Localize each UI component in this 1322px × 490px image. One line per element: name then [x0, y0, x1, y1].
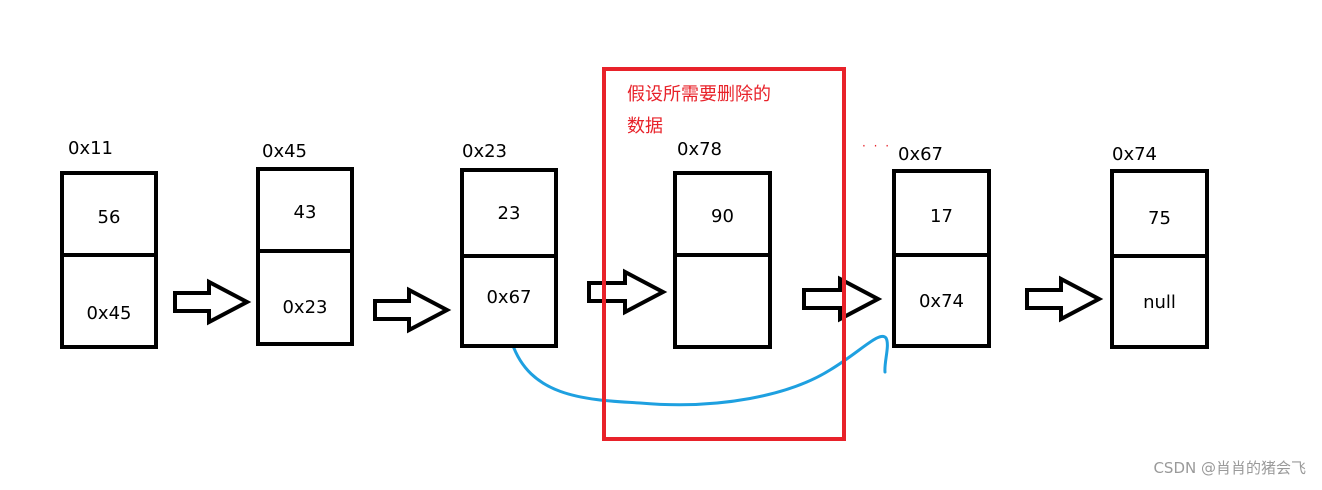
node-divider	[677, 253, 768, 257]
node-address-0x11: 0x11	[68, 138, 114, 159]
list-node: 23 0x67	[460, 168, 558, 348]
node-next-pointer: 0x23	[282, 297, 328, 318]
node-divider	[260, 249, 350, 253]
list-node: 75 null	[1110, 169, 1209, 349]
node-address-0x45: 0x45	[262, 141, 308, 162]
node-divider	[896, 253, 987, 257]
node-value: 90	[711, 206, 734, 227]
node-address-0x67: 0x67	[898, 144, 944, 165]
watermark: CSDN @肖肖的猪会飞	[1153, 459, 1306, 477]
list-node: 56 0x45	[60, 171, 158, 349]
node-divider	[1114, 254, 1205, 258]
ellipsis-mark: · · ·	[862, 139, 892, 153]
node-value: 75	[1148, 208, 1171, 229]
node-divider	[64, 253, 154, 257]
node-divider	[464, 254, 554, 258]
node-address-0x23: 0x23	[462, 141, 508, 162]
deleted-node-highlight-box	[602, 67, 846, 441]
node-address-0x74: 0x74	[1112, 144, 1158, 165]
link-arrow	[802, 275, 883, 323]
node-next-pointer: 0x67	[486, 287, 532, 308]
node-value: 56	[97, 207, 121, 228]
list-node: 43 0x23	[256, 167, 354, 346]
link-arrow	[587, 268, 668, 316]
link-arrow	[1025, 275, 1104, 323]
node-value: 23	[497, 203, 521, 224]
node-next-pointer: 0x45	[86, 303, 132, 324]
node-next-pointer: null	[1143, 292, 1176, 313]
node-value: 43	[293, 202, 317, 223]
link-arrow	[373, 286, 452, 334]
node-value: 17	[930, 206, 953, 227]
caption-line-2: 数据	[627, 116, 663, 137]
relink-curve	[510, 334, 889, 407]
link-arrow	[173, 278, 252, 326]
node-address-0x78: 0x78	[677, 139, 723, 160]
list-node: 17 0x74	[892, 169, 991, 348]
node-next-pointer: 0x74	[918, 291, 964, 312]
list-node-to-delete: 90	[673, 171, 772, 349]
caption-line-1: 假设所需要删除的	[627, 84, 771, 105]
